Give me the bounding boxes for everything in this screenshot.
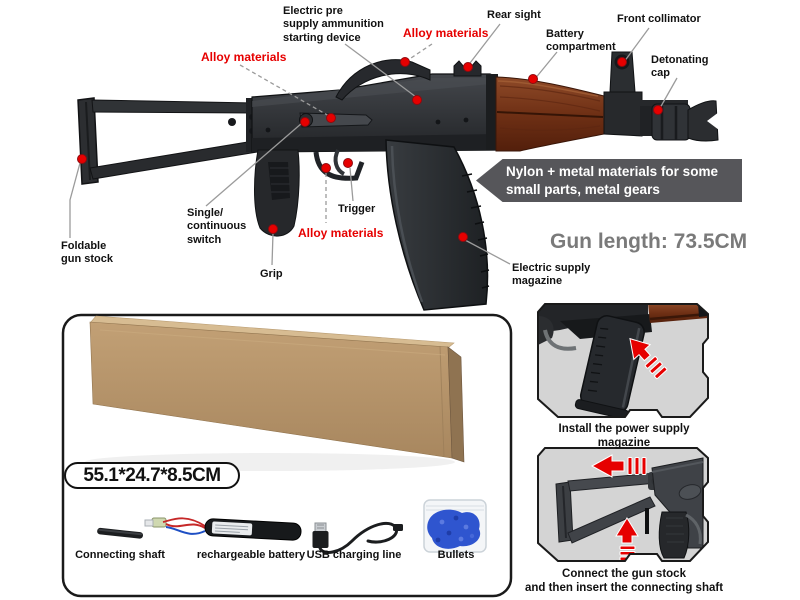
label-foldable-gun-stock: Foldable gun stock <box>61 240 113 266</box>
label-connecting-shaft: Connecting shaft <box>75 549 165 561</box>
stock-fold-arrow-icon <box>590 454 647 478</box>
label-electric-pre-supply: Electric pre supply ammunition starting … <box>283 5 384 44</box>
instruction-panel-2 <box>537 447 709 562</box>
label-alloy-materials-left: Alloy materials <box>201 50 287 64</box>
label-trigger: Trigger <box>338 203 376 215</box>
trigger-art <box>313 149 365 181</box>
label-grip: Grip <box>260 268 283 280</box>
box-size-badge: 55.1*24.7*8.5CM <box>64 462 240 489</box>
panel1-art <box>538 304 708 417</box>
label-battery-compartment: Battery compartment <box>546 28 616 54</box>
label-usb-charging-line: USB charging line <box>306 549 402 561</box>
magazine-insert-arrow-icon <box>629 337 668 380</box>
label-single-continuous-switch: Single/ continuous switch <box>187 207 247 246</box>
label-rear-sight: Rear sight <box>487 9 541 21</box>
instruction-panel-1 <box>537 303 709 418</box>
folding-stock-art <box>77 97 264 185</box>
grip-art <box>254 149 300 237</box>
receiver-art <box>251 59 501 153</box>
usb-cable-art <box>312 522 403 554</box>
package-section-art <box>61 313 513 598</box>
panel2-art <box>555 454 704 561</box>
label-alloy-materials-top: Alloy materials <box>403 26 489 40</box>
connecting-shaft-art <box>97 527 143 539</box>
callout-dots <box>77 57 663 242</box>
label-electric-supply-magazine: Electric supply magazine <box>512 262 591 288</box>
label-bullets: Bullets <box>437 549 475 561</box>
muzzle-art <box>640 100 719 142</box>
materials-banner: Nylon + metal materials for some small p… <box>476 159 742 202</box>
materials-banner-text: Nylon + metal materials for some small p… <box>506 163 718 197</box>
panel1-magazine-art <box>574 315 645 417</box>
bullets-bag-art <box>423 499 487 553</box>
caption-connect-stock: Connect the gun stock and then insert th… <box>524 568 724 595</box>
magazine-art <box>385 139 490 311</box>
leader-lines <box>69 23 678 266</box>
panel2-connecting-shaft-art <box>645 508 649 534</box>
label-rechargeable-battery: rechargeable battery <box>196 549 306 561</box>
gun-illustration <box>77 51 719 311</box>
label-front-collimator: Front collimator <box>617 13 701 25</box>
label-detonating-cap: Detonating cap <box>651 54 709 80</box>
gun-length-text: Gun length: 73.5CM <box>550 230 748 253</box>
caption-install-magazine: Install the power supply magazine <box>558 423 690 450</box>
handguard-art <box>495 76 605 152</box>
battery-art <box>144 517 302 541</box>
label-alloy-materials-bottom: Alloy materials <box>298 226 384 240</box>
